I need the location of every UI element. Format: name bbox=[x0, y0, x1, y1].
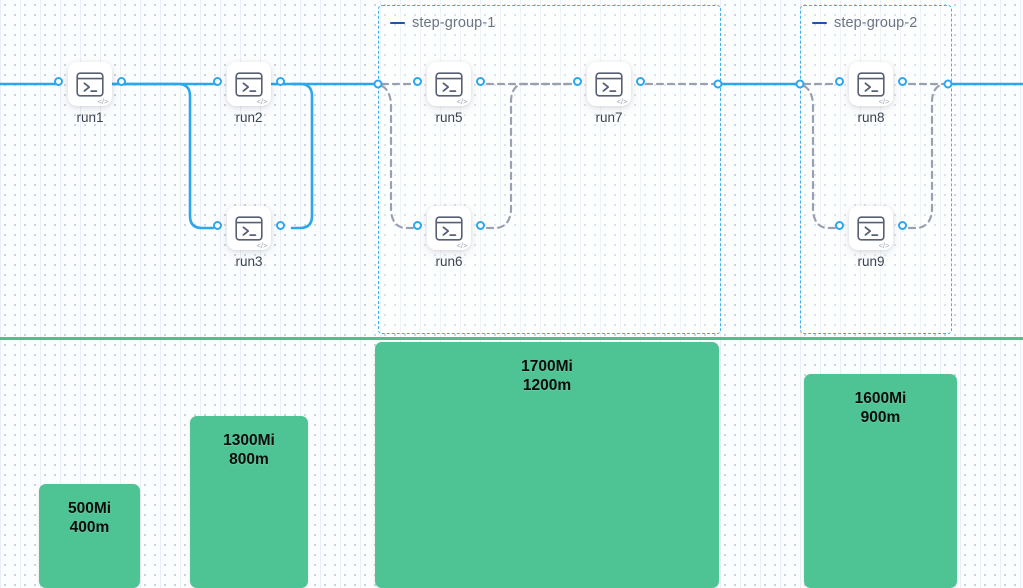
code-icon: </> bbox=[878, 240, 890, 250]
bar-time-label: 400m bbox=[69, 518, 110, 536]
terminal-icon bbox=[235, 71, 263, 97]
code-icon: </> bbox=[878, 96, 890, 106]
node-label: run6 bbox=[435, 254, 463, 269]
node-label: run7 bbox=[595, 110, 623, 125]
bar-memory-label: 1700Mi bbox=[521, 358, 573, 375]
terminal-icon bbox=[595, 71, 623, 97]
node-card[interactable]: </> bbox=[68, 62, 112, 106]
node-card[interactable]: </> bbox=[587, 62, 631, 106]
node-run1[interactable]: </> run1 bbox=[54, 62, 126, 125]
minus-icon[interactable] bbox=[390, 21, 405, 25]
code-icon: </> bbox=[97, 96, 109, 106]
node-handle-output[interactable] bbox=[898, 221, 907, 231]
node-card[interactable]: </> bbox=[849, 62, 893, 106]
node-card[interactable]: </> bbox=[427, 62, 471, 106]
trunk-handle[interactable] bbox=[373, 79, 383, 89]
node-card[interactable]: </> bbox=[227, 62, 271, 106]
minus-icon[interactable] bbox=[812, 21, 827, 25]
group-label-step-group-2[interactable]: step-group-2 bbox=[812, 15, 917, 31]
terminal-icon bbox=[435, 71, 463, 97]
node-label: run2 bbox=[235, 110, 263, 125]
group-label-step-group-1[interactable]: step-group-1 bbox=[390, 15, 495, 31]
node-handle-output[interactable] bbox=[476, 221, 485, 231]
node-label: run3 bbox=[235, 254, 263, 269]
node-label: run9 bbox=[857, 254, 885, 269]
node-label: run8 bbox=[857, 110, 885, 125]
bar-memory-label: 1300Mi bbox=[223, 432, 275, 449]
group-title: step-group-1 bbox=[412, 15, 496, 31]
code-icon: </> bbox=[456, 96, 468, 106]
node-handle-input[interactable] bbox=[213, 77, 222, 87]
node-handle-input[interactable] bbox=[835, 77, 844, 87]
node-run9[interactable]: </> run9 bbox=[835, 206, 907, 269]
node-run6[interactable]: </> run6 bbox=[413, 206, 485, 269]
green-divider-line bbox=[0, 337, 1023, 340]
node-card[interactable]: </> bbox=[849, 206, 893, 250]
bar-memory-label: 1600Mi bbox=[854, 390, 907, 407]
terminal-icon bbox=[857, 71, 885, 97]
node-handle-input[interactable] bbox=[54, 77, 63, 87]
node-handle-output[interactable] bbox=[276, 221, 285, 231]
node-run2[interactable]: </> run2 bbox=[213, 62, 285, 125]
node-card[interactable]: </> bbox=[227, 206, 271, 250]
node-label: run5 bbox=[435, 110, 463, 125]
node-handle-output[interactable] bbox=[636, 77, 645, 87]
terminal-icon bbox=[235, 215, 263, 241]
node-handle-input[interactable] bbox=[413, 77, 422, 87]
terminal-icon bbox=[435, 215, 463, 241]
bar-time-label: 900m bbox=[860, 408, 901, 426]
node-label: run1 bbox=[76, 110, 104, 125]
node-handle-output[interactable] bbox=[898, 77, 907, 87]
trunk-handle[interactable] bbox=[713, 79, 723, 89]
group-title: step-group-2 bbox=[834, 15, 918, 31]
code-icon: </> bbox=[616, 96, 628, 106]
code-icon: </> bbox=[256, 96, 268, 106]
node-handle-output[interactable] bbox=[476, 77, 485, 87]
bar-time-label: 800m bbox=[229, 450, 269, 468]
terminal-icon bbox=[857, 215, 885, 241]
node-run7[interactable]: </> run7 bbox=[573, 62, 645, 125]
node-card[interactable]: </> bbox=[427, 206, 471, 250]
node-run8[interactable]: </> run8 bbox=[835, 62, 907, 125]
code-icon: </> bbox=[456, 240, 468, 250]
trunk-handle[interactable] bbox=[795, 79, 805, 89]
bar-memory-label: 500Mi bbox=[67, 500, 112, 517]
node-handle-input[interactable] bbox=[573, 77, 582, 87]
node-run5[interactable]: </> run5 bbox=[413, 62, 485, 125]
terminal-icon bbox=[76, 71, 104, 97]
trunk-handle[interactable] bbox=[943, 79, 953, 89]
code-icon: </> bbox=[256, 240, 268, 250]
node-run3[interactable]: </> run3 bbox=[213, 206, 285, 269]
bar-time-label: 1200m bbox=[522, 376, 572, 394]
